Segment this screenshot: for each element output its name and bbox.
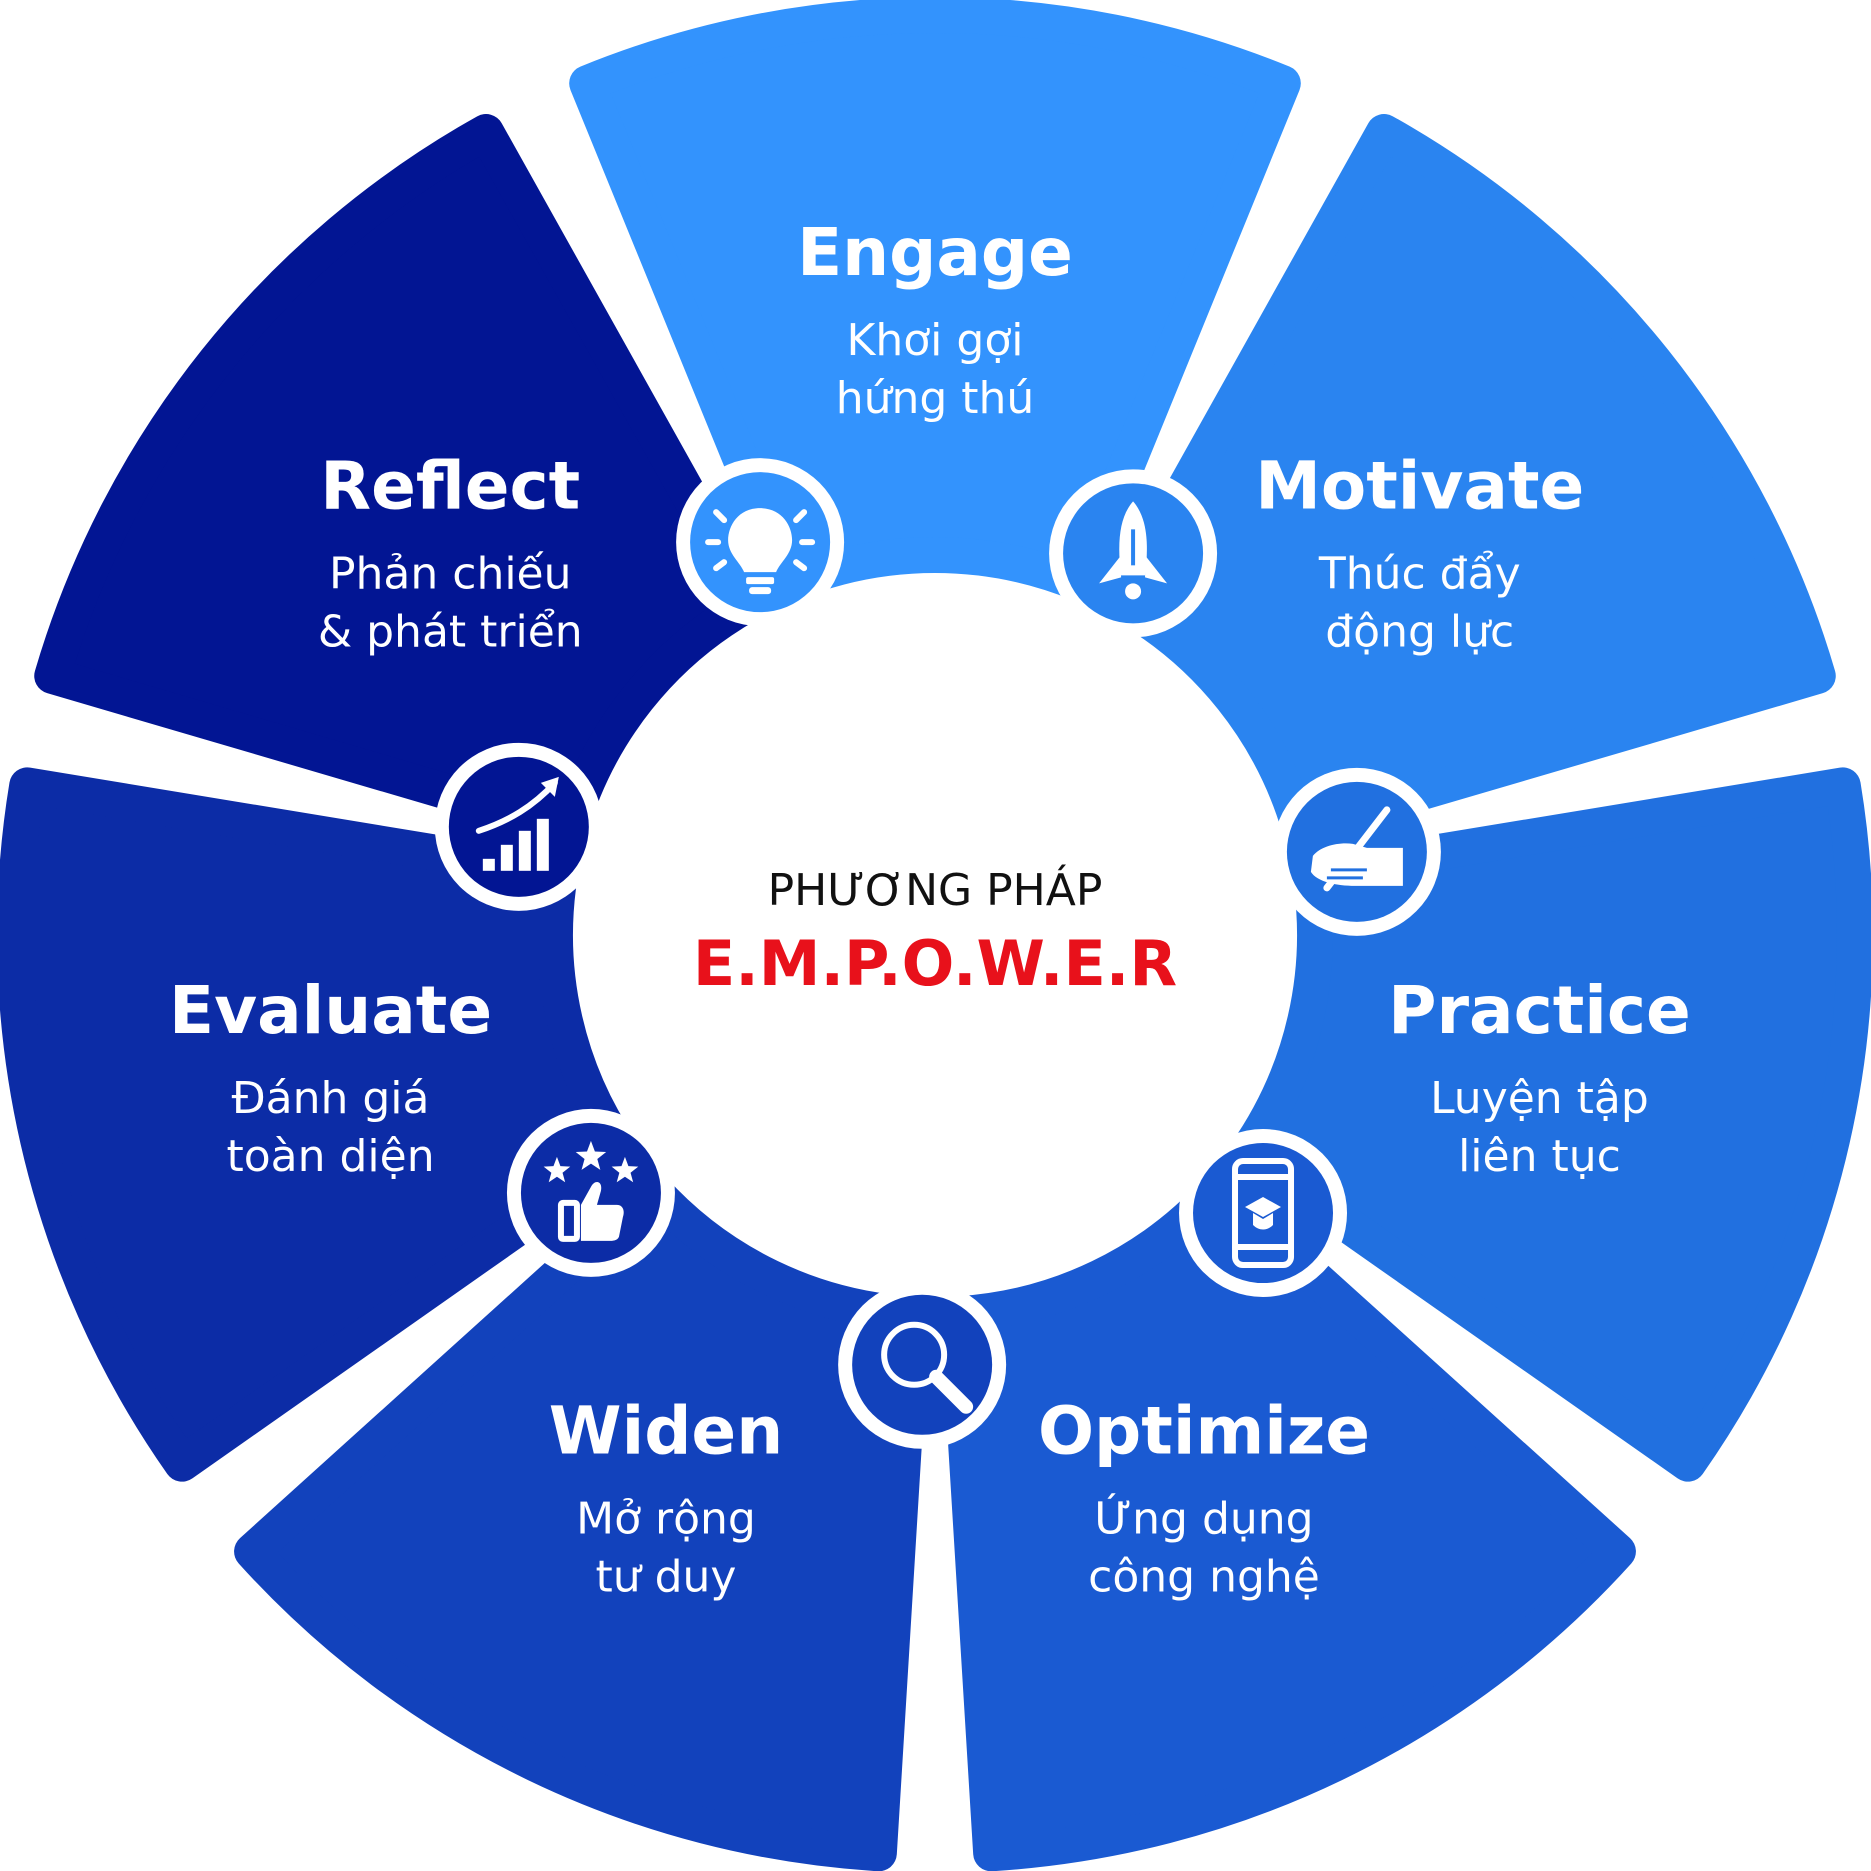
badge-widen: [838, 1280, 1007, 1449]
step-subtitle-engage-2: hứng thú: [836, 373, 1035, 424]
petal-motivate: [1102, 114, 1836, 846]
step-subtitle-optimize-1: Ứng dụng: [1094, 1492, 1313, 1545]
petal-practice: [1228, 767, 1871, 1482]
badge-evaluate: [506, 1108, 675, 1277]
growth-chart-icon: [475, 776, 559, 871]
step-subtitle-reflect-2: & phát triển: [318, 606, 583, 657]
center-label-line1: PHƯƠNG PHÁP: [768, 863, 1103, 916]
label-widen: Widen Mở rộng tư duy: [549, 1393, 783, 1603]
icon-badges-layer: [434, 458, 1441, 1449]
lightbulb-icon: [705, 508, 816, 595]
petal-reflect: [34, 114, 768, 846]
step-subtitle-engage-1: Khơi gợi: [847, 315, 1024, 366]
step-title-engage: Engage: [797, 214, 1073, 291]
badge-engage: [676, 458, 845, 627]
petal-engage: [569, 0, 1301, 602]
step-title-motivate: Motivate: [1255, 447, 1584, 524]
hand-writing-icon: [1310, 806, 1403, 892]
badge-motivate: [1049, 469, 1218, 638]
badge-practice: [1272, 767, 1441, 936]
step-title-practice: Practice: [1388, 972, 1691, 1049]
step-subtitle-practice-2: liên tục: [1458, 1131, 1621, 1182]
step-subtitle-optimize-2: công nghệ: [1088, 1552, 1320, 1603]
center-label-empower: E.M.P.O.W.E.R: [693, 927, 1177, 1000]
center-label: PHƯƠNG PHÁP E.M.P.O.W.E.R: [693, 863, 1177, 1000]
badge-optimize: [1179, 1129, 1348, 1298]
magnifier-icon: [881, 1321, 974, 1414]
petal-optimize: [940, 1171, 1636, 1871]
step-subtitle-evaluate-2: toàn diện: [226, 1131, 434, 1182]
step-subtitle-motivate-2: động lực: [1325, 606, 1514, 657]
badge-reflect: [434, 742, 603, 911]
petal-widen: [234, 1171, 930, 1871]
thumbs-up-stars-icon: [543, 1140, 639, 1242]
step-subtitle-widen-2: tư duy: [595, 1552, 736, 1603]
step-title-widen: Widen: [549, 1393, 783, 1470]
step-subtitle-motivate-1: Thúc đẩy: [1318, 548, 1521, 599]
badge-disc: [852, 1294, 993, 1435]
step-title-evaluate: Evaluate: [169, 972, 492, 1049]
rocket-icon: [1099, 501, 1168, 600]
step-subtitle-reflect-1: Phản chiếu: [329, 548, 572, 599]
step-title-reflect: Reflect: [320, 447, 580, 524]
step-title-optimize: Optimize: [1038, 1393, 1370, 1470]
step-subtitle-practice-1: Luyện tập: [1430, 1073, 1649, 1124]
petal-evaluate: [0, 767, 642, 1482]
smartphone-graduation-icon: [1232, 1158, 1295, 1269]
step-subtitle-evaluate-1: Đánh giá: [232, 1073, 430, 1124]
step-subtitle-widen-1: Mở rộng: [576, 1494, 756, 1545]
badge-disc: [448, 756, 589, 897]
